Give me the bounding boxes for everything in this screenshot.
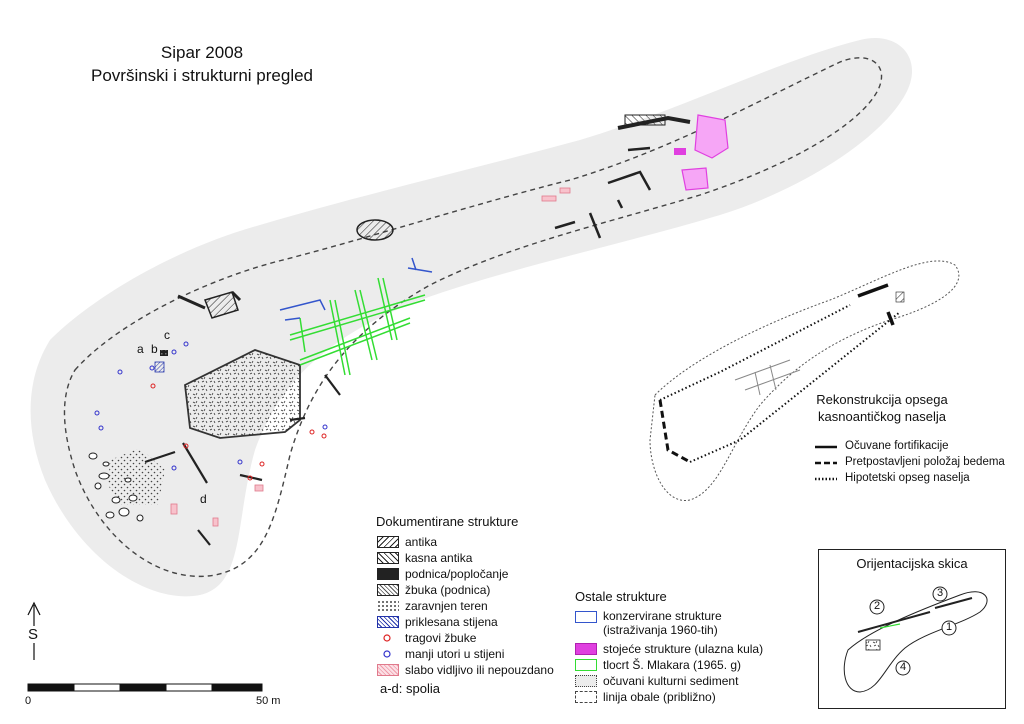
swatch-standing [575, 643, 597, 655]
mlakar-plan [289, 277, 426, 376]
north-label: S [28, 626, 39, 643]
north-east-wall-fragments [554, 146, 652, 239]
legend-plaster-floor: žbuka (podnica) [405, 583, 491, 597]
rock-outcrops [88, 452, 144, 522]
late-antique-block-ne [624, 114, 666, 126]
orientation-marker-3: 3 [937, 587, 944, 599]
reconstruction-legend-preserved: Očuvane fortifikacije [845, 440, 949, 452]
antique-structure-oval [356, 219, 394, 241]
legend-antique: antika [405, 535, 438, 549]
orientation-marker-circles [869, 586, 957, 676]
scale-bar [27, 683, 263, 692]
swatch-pavement [377, 568, 399, 580]
swatch-mlakar [575, 659, 597, 671]
plaster-traces [150, 383, 327, 481]
swatch-conserved [575, 611, 597, 623]
reconstruction-title-2: kasnoantičkog naselja [818, 409, 946, 424]
orientation-sketch-title: Orijentacijska skica [856, 556, 968, 571]
legend-flattened-terrain: zaravnjen teren [405, 599, 488, 613]
entrance-tower-south [681, 167, 709, 191]
reconstruction-legend-assumed: Pretpostavljeni položaj bedema [845, 456, 1005, 468]
reconstruction-title-1: Rekonstrukcija opsega [816, 392, 948, 407]
legend-spolia: a-d: spolia [380, 681, 440, 696]
legend-plaster-traces: tragovi žbuke [405, 631, 477, 645]
orientation-sketch-box: Orijentacijska skica [818, 549, 1006, 709]
map-title: Sipar 2008 [160, 43, 244, 62]
pavement-block [160, 350, 168, 356]
plaster-floor-area [184, 349, 301, 439]
legend-late-antique: kasna antika [405, 551, 473, 565]
swatch-carved-rock [377, 616, 399, 628]
cultural-sediment-area [30, 38, 913, 597]
legend-standing: stojeće strukture (ulazna kula) [603, 642, 764, 656]
pink-unreliable-west [170, 484, 264, 527]
conserved-structures [279, 257, 433, 321]
scale-start-label: 0 [25, 695, 32, 707]
reconstruction-map [649, 260, 960, 501]
legend-unreliable: slabo vidljivo ili nepouzdano [405, 663, 554, 677]
swatch-coastline [575, 691, 597, 703]
legend-documented-heading: Dokumentirane strukture [376, 514, 519, 529]
orientation-map [843, 591, 988, 693]
entrance-tower-north [694, 114, 729, 159]
scale-end-label: 50 m [256, 695, 281, 707]
swatch-unreliable [377, 664, 399, 676]
legend-carved-rock: priklesana stijena [405, 615, 498, 629]
west-wall-fragments [144, 374, 341, 546]
legend-mlakar: tlocrt Š. Mlakara (1965. g) [603, 658, 742, 672]
spolia-d: d [200, 492, 207, 506]
swatch-plaster-floor [377, 584, 399, 596]
swatch-late-antique [377, 552, 399, 564]
antique-structure-west [204, 291, 239, 319]
swatch-flattened-terrain [377, 600, 399, 612]
swatch-antique [377, 536, 399, 548]
rock-cuts [94, 341, 328, 471]
legend-coastline: linija obale (približno) [603, 690, 716, 704]
coastline [63, 57, 883, 577]
legend-other-heading: Ostale strukture [575, 589, 667, 604]
orientation-marker-4: 4 [900, 661, 907, 673]
reconstruction-legend-lines [815, 445, 837, 481]
reconstruction-legend-hypothetical: Hipotetski opseg naselja [845, 472, 970, 484]
late-antique-wall-nw [177, 290, 242, 310]
orientation-marker-2: 2 [874, 600, 881, 612]
legend-sediment: očuvani kulturni sediment [603, 674, 739, 688]
pink-unreliable-fragments [541, 187, 571, 202]
legend-conserved: konzervirane strukture (istraživanja 196… [603, 609, 722, 637]
spolia-a: a [137, 342, 144, 356]
carved-rock [154, 361, 165, 373]
legend-symbols [383, 634, 391, 658]
map-subtitle: Površinski i strukturni pregled [90, 66, 314, 85]
orientation-marker-1: 1 [946, 621, 953, 633]
standing-structure-small [674, 148, 686, 155]
flattened-terrain [108, 448, 165, 505]
legend-rock-cuts: manji utori u stijeni [405, 647, 505, 661]
spolia-c: c [164, 328, 170, 342]
legend-pavement: podnica/popločanje [405, 567, 509, 581]
spolia-b: b [151, 342, 158, 356]
swatch-sediment [575, 675, 597, 687]
